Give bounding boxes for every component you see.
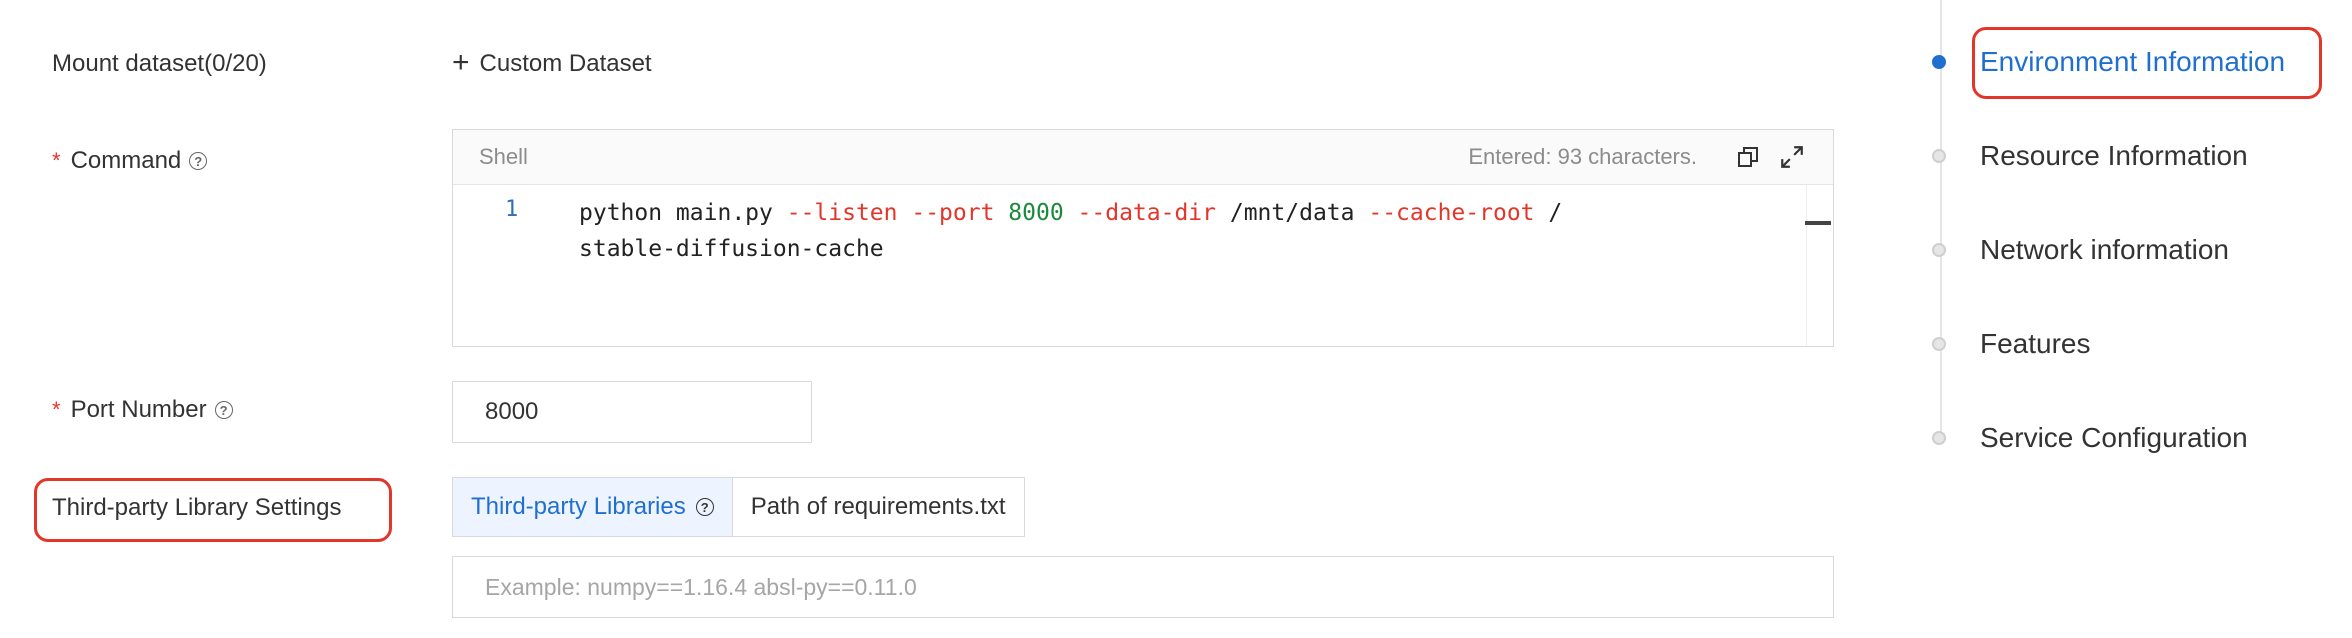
code-token [1064,200,1078,226]
port-number-label-text: Port Number [70,396,207,423]
command-code[interactable]: python main.py --listen --port 8000 --da… [579,195,1639,267]
line-number: 1 [505,197,519,222]
editor-scrollbar[interactable] [1805,185,1833,346]
command-editor[interactable]: Shell Entered: 93 characters. 1 python m… [452,129,1834,347]
code-number: 8000 [1008,200,1064,226]
anchor-dot [1932,337,1946,351]
third-party-library-label: Third-party Library Settings [52,494,342,521]
anchor-track [1940,0,1942,440]
tab-third-party-libraries[interactable]: Third-party Libraries ? [452,477,732,537]
command-label: * Command ? [52,147,208,175]
editor-header: Shell Entered: 93 characters. [453,130,1833,185]
port-number-label: * Port Number ? [52,396,233,424]
anchor-network-information[interactable]: Network information [1932,234,2229,266]
anchor-resource-information[interactable]: Resource Information [1932,140,2248,172]
anchor-dot [1932,431,1946,445]
question-circle-icon[interactable]: ? [214,401,233,419]
code-flag: --cache-root [1368,200,1535,226]
anchor-dot [1932,149,1946,163]
editor-body[interactable]: 1 python main.py --listen --port 8000 --… [453,185,1833,346]
anchor-features[interactable]: Features [1932,328,2091,360]
command-label-text: Command [70,147,182,174]
anchor-service-configuration[interactable]: Service Configuration [1932,422,2248,454]
plus-icon: + [452,46,470,79]
tab-requirements-path[interactable]: Path of requirements.txt [731,477,1025,537]
code-flag: --listen --port [786,200,1009,226]
code-token: / stable-diffusion-cache [579,200,1563,262]
question-circle-icon[interactable]: ? [695,498,714,516]
required-mark: * [52,397,61,422]
third-party-tabs: Third-party Libraries ? Path of requirem… [452,477,1025,537]
third-party-libraries-input[interactable] [452,556,1834,618]
scroll-thumb[interactable] [1805,221,1831,225]
mount-dataset-label: Mount dataset(0/20) [52,50,267,77]
copy-icon[interactable] [1733,142,1763,172]
code-token: python main.py [579,200,787,226]
code-token: /mnt/data [1216,200,1369,226]
port-number-input[interactable] [452,381,812,443]
required-mark: * [52,148,61,173]
char-count: Entered: 93 characters. [1468,144,1697,169]
expand-icon[interactable] [1777,142,1807,172]
anchor-environment-information[interactable]: Environment Information [1932,46,2285,78]
custom-dataset-label: Custom Dataset [479,50,652,77]
custom-dataset-button[interactable]: + Custom Dataset [452,46,652,79]
code-flag: --data-dir [1077,200,1217,226]
anchor-dot [1932,55,1946,69]
question-circle-icon[interactable]: ? [189,152,208,170]
anchor-dot [1932,243,1946,257]
editor-language: Shell [479,144,528,169]
